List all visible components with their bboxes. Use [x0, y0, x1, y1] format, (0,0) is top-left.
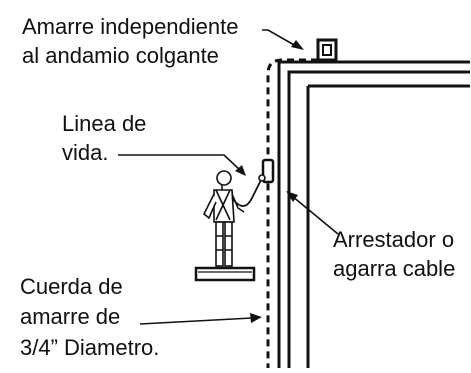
rope-label-line3: 3/4” Diametro. — [20, 335, 159, 360]
worker-figure — [202, 170, 245, 267]
worker-left-arm — [202, 193, 217, 220]
leader-lifeline — [118, 154, 241, 171]
leader-anchor — [262, 29, 297, 47]
lifeline-label-line2: vida. — [62, 140, 108, 165]
lanyard-hook — [258, 174, 266, 182]
lifeline-rope — [266, 58, 318, 368]
arrow-arrester-icon — [286, 191, 298, 202]
arrester-label-line2: agarra cable — [333, 256, 455, 281]
leader-lines — [118, 29, 339, 325]
arrow-rope-icon — [250, 313, 262, 323]
building-structure — [277, 60, 470, 368]
lifeline-label-line1: Linea de — [62, 111, 146, 136]
rope-grab-device — [261, 158, 275, 184]
leader-arrester — [291, 195, 339, 235]
worker-harness — [215, 189, 231, 221]
anchor-block-inner — [322, 44, 332, 56]
work-platform — [194, 266, 256, 282]
worker-head — [216, 170, 232, 186]
labels: Amarre independiente al andamio colgante… — [20, 14, 455, 360]
roof-outer-edge — [277, 60, 470, 368]
arrow-lifeline-icon — [235, 165, 246, 176]
rope-label-line2: amarre de — [20, 304, 120, 329]
roof-anchor — [316, 38, 338, 62]
anchor-label-line1: Amarre independiente — [22, 14, 238, 39]
rope-label-line1: Cuerda de — [20, 274, 123, 299]
worker-leg-marks — [216, 235, 232, 251]
roof-inner-edge — [287, 70, 470, 368]
arrowheads — [235, 40, 304, 323]
worker-right-leg — [224, 221, 233, 267]
anchor-label-line2: al andamio colgante — [22, 43, 219, 68]
leader-rope — [139, 317, 253, 325]
lanyard — [231, 175, 264, 207]
worker-left-leg — [215, 221, 224, 267]
wall-inner-line — [306, 84, 470, 368]
worker-right-arm — [231, 193, 245, 213]
arrow-anchor-icon — [291, 40, 304, 50]
arrester-label-line1: Arrestador o — [333, 227, 454, 252]
